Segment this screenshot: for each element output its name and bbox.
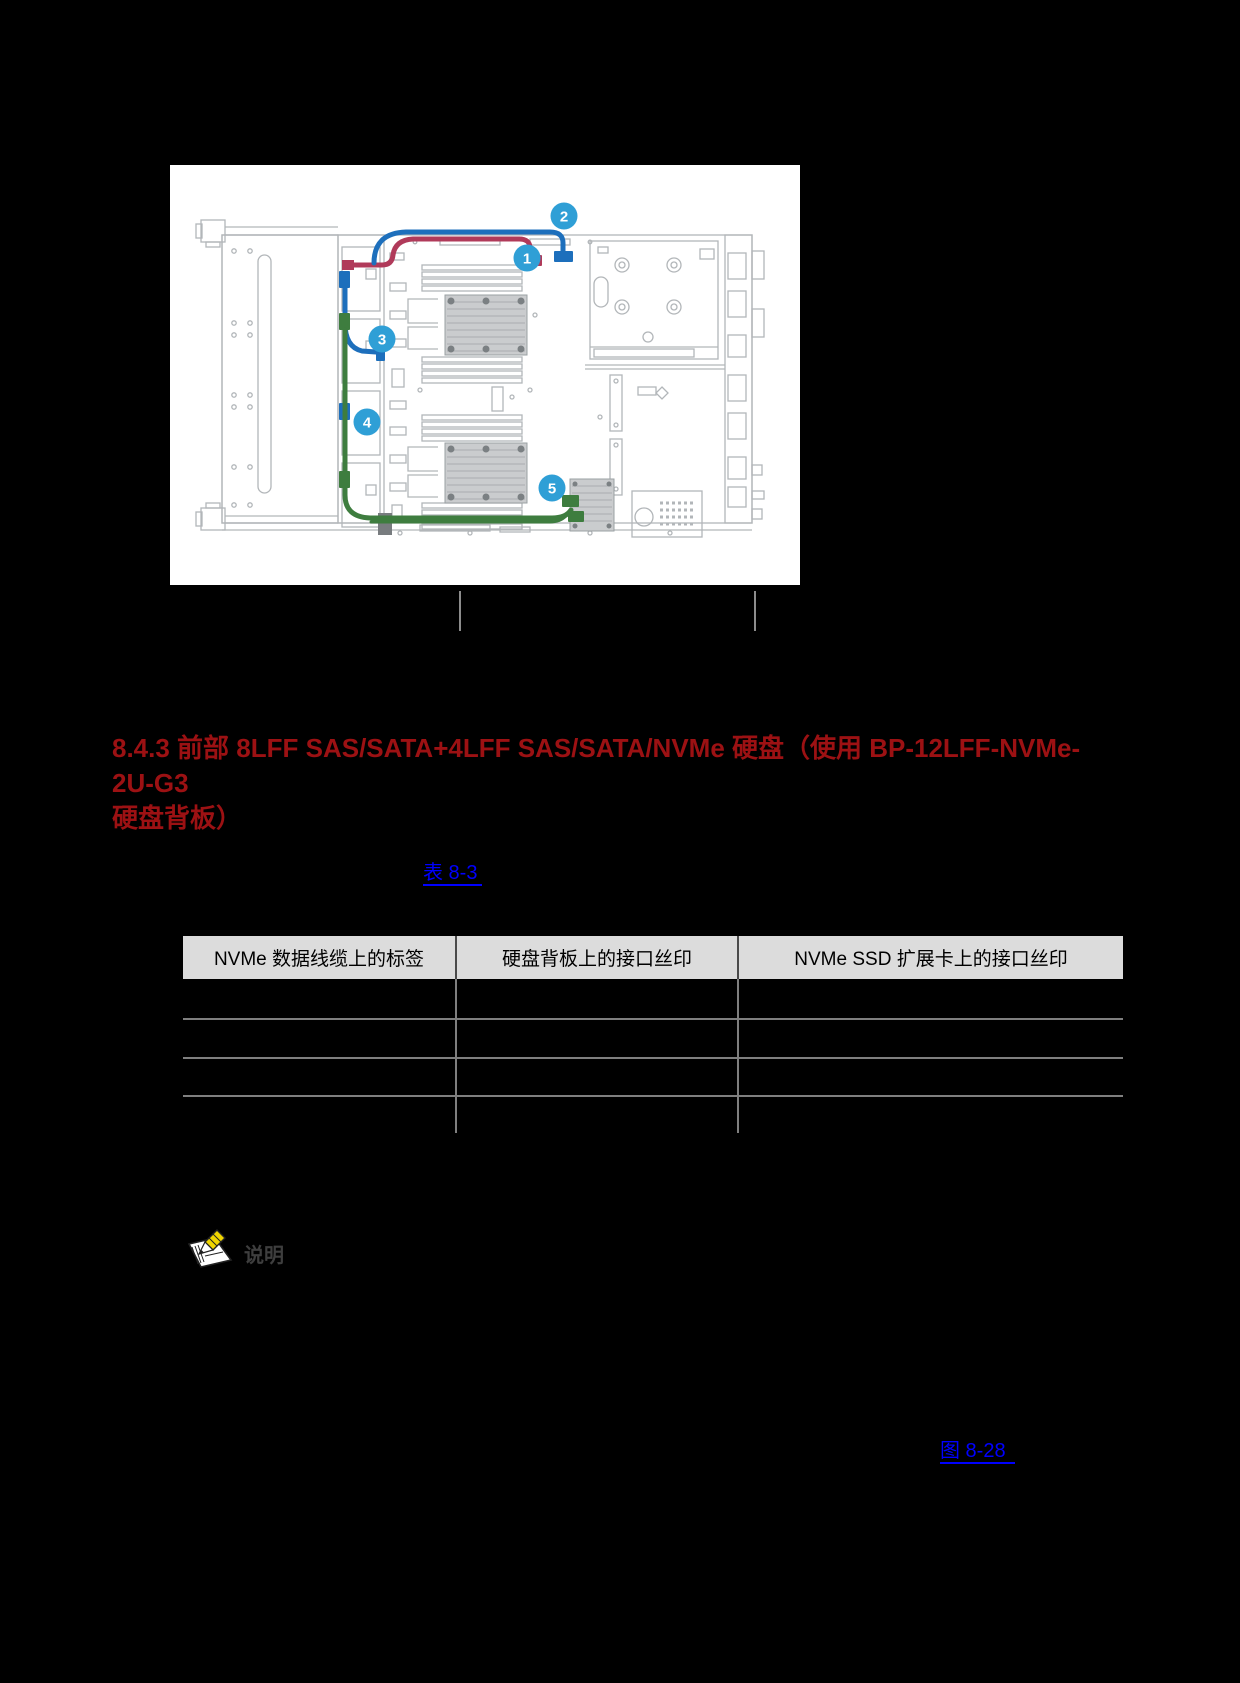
connector-mapping-table: NVMe 数据线缆上的标签 硬盘背板上的接口丝印 NVMe SSD 扩展卡上的接… [183,936,1123,1133]
table-cell [457,1057,739,1095]
table-cell [739,979,1123,1018]
table-header-cell: NVMe 数据线缆上的标签 [183,936,457,979]
table-cell [739,1018,1123,1057]
svg-text:1: 1 [523,251,531,268]
server-cabling-figure: 1 2 3 4 5 [170,165,800,585]
table-cell [183,1095,457,1133]
table-cell [457,1018,739,1057]
svg-text:5: 5 [548,481,556,498]
svg-text:3: 3 [378,332,386,349]
table-cell [457,1095,739,1133]
table-cell [183,1057,457,1095]
table-cell [739,1057,1123,1095]
caption-separator-tick [754,591,756,631]
callout-3: 3 [368,325,396,353]
table-cell [739,1095,1123,1133]
table-header-cell: NVMe SSD 扩展卡上的接口丝印 [739,936,1123,979]
callouts: 1 2 3 4 5 [353,202,578,502]
note-callout: 说明 [185,1226,284,1268]
section-heading-line2: 硬盘背板） [112,803,243,833]
callout-2: 2 [550,202,578,230]
svg-text:2: 2 [560,209,568,226]
server-diagram: 1 2 3 4 5 [195,202,765,538]
callout-5: 5 [538,474,566,502]
table-cell [457,979,739,1018]
caption-separator-tick [459,591,461,631]
table-ref-link[interactable]: 表 8-3 [423,862,483,886]
svg-text:4: 4 [363,415,372,432]
callout-4: 4 [353,408,381,436]
table-cell [183,979,457,1018]
section-heading: 8.4.3 前部 8LFF SAS/SATA+4LFF SAS/SATA/NVM… [112,731,1112,836]
callout-1: 1 [513,244,541,272]
figure-ref-link[interactable]: 图 8-28 [940,1440,1015,1464]
cpu-heatsinks [378,294,615,535]
table-header-cell: 硬盘背板上的接口丝印 [457,936,739,979]
note-label: 说明 [244,1245,284,1267]
cable-green [339,313,584,524]
table-cell [183,1018,457,1057]
notepad-pencil-icon [187,1229,233,1268]
chassis-lineart [195,219,765,538]
section-heading-line1: 8.4.3 前部 8LFF SAS/SATA+4LFF SAS/SATA/NVM… [112,733,1081,798]
